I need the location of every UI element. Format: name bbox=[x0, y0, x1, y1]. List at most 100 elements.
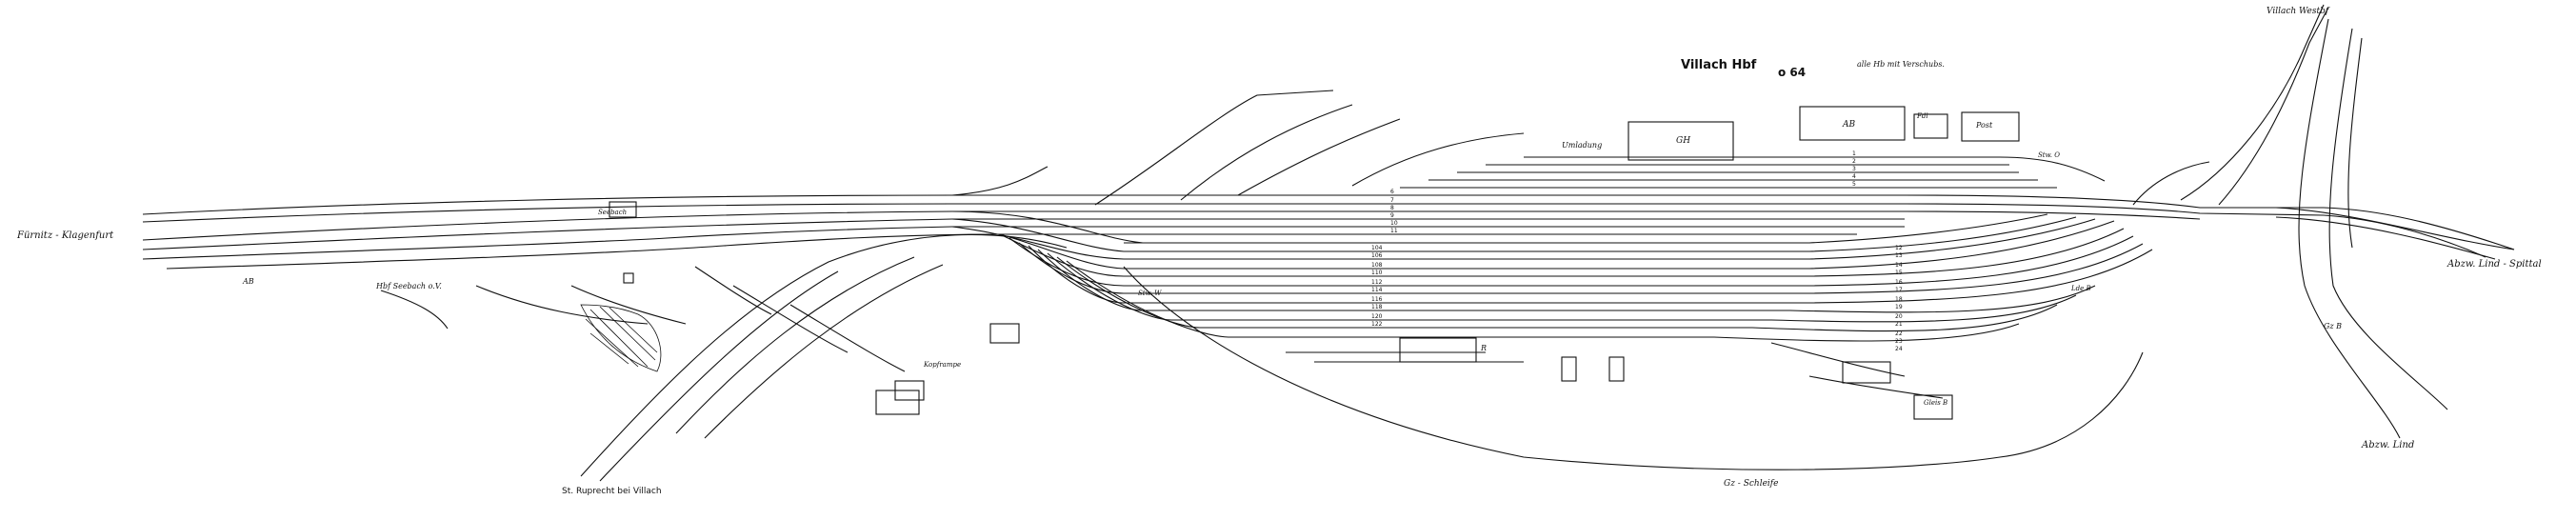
spur-4 bbox=[570, 285, 687, 325]
spur-6 bbox=[380, 290, 449, 330]
track-number: 1 bbox=[1852, 150, 1856, 157]
spur-upper-2 bbox=[1180, 104, 1353, 201]
label-tunnel-b: Lde B bbox=[2070, 285, 2091, 292]
platform-number: 118 bbox=[1371, 304, 1383, 310]
building-left-small bbox=[623, 272, 634, 284]
spur-upper-5 bbox=[951, 166, 1048, 196]
label-freight-b: Gz B bbox=[2324, 322, 2342, 330]
mainline-1 bbox=[142, 194, 2515, 250]
mainline-3 bbox=[142, 210, 2201, 241]
track-number: 23 bbox=[1895, 338, 1903, 345]
label-seebach: Seebach bbox=[598, 209, 627, 216]
fan-right-6 bbox=[1808, 235, 2134, 287]
track-number: 12 bbox=[1895, 245, 1903, 251]
platform-number: 108 bbox=[1371, 262, 1383, 269]
track-number: 15 bbox=[1895, 270, 1903, 276]
label-freight-loop: Gz - Schleife bbox=[1724, 479, 1778, 489]
fan-right-11 bbox=[1751, 304, 2058, 332]
track-number: 2 bbox=[1852, 158, 1856, 165]
track-numbers: 1 2 3 4 5 6 7 8 9 10 11 12 13 14 15 16 1… bbox=[1390, 150, 1903, 352]
fan-right-2 bbox=[1808, 216, 2077, 252]
platform-number: 116 bbox=[1371, 296, 1383, 303]
label-building-post: Post bbox=[1975, 121, 1993, 130]
label-gleis-b: Gleis B bbox=[1924, 399, 1947, 407]
track-number: 4 bbox=[1852, 173, 1856, 180]
building-small-1 bbox=[1561, 356, 1577, 382]
fan-right-1 bbox=[1808, 213, 2048, 244]
fan-right-8 bbox=[1808, 249, 2153, 304]
fan-right-10 bbox=[1770, 294, 2077, 323]
label-kopframpe: Kopframpe bbox=[923, 361, 961, 369]
spur-upper-1 bbox=[1094, 90, 1334, 206]
branch-north-2 bbox=[2218, 7, 2329, 206]
branch-north-4 bbox=[2298, 18, 2401, 439]
mainline-4 bbox=[142, 218, 1905, 250]
north-track-1 bbox=[1524, 156, 2106, 182]
fan-right-3 bbox=[1808, 218, 2096, 260]
yard-3 bbox=[1770, 342, 1906, 377]
track-number: 9 bbox=[1390, 212, 1394, 219]
diagram-title: Villach Hbf bbox=[1681, 58, 1757, 72]
hatched-mound bbox=[580, 304, 662, 372]
track-number: 7 bbox=[1390, 197, 1394, 204]
building-south-1 bbox=[989, 323, 1020, 344]
branch-north-5 bbox=[2328, 28, 2448, 410]
fan-left-9 bbox=[1037, 249, 1144, 311]
label-southeast-line: Abzw. Lind bbox=[2361, 440, 2414, 450]
east-line-2 bbox=[2275, 216, 2496, 260]
label-unloading: Umladung bbox=[1562, 141, 1602, 150]
mainline-5 bbox=[142, 226, 1905, 260]
track-number: 18 bbox=[1895, 296, 1903, 303]
spur-upper-3 bbox=[1237, 118, 1401, 196]
spur-3 bbox=[789, 304, 906, 372]
building-ab bbox=[1799, 106, 1906, 141]
fan-left-2 bbox=[951, 218, 1125, 252]
mainline-2 bbox=[142, 203, 2486, 258]
building-small-3 bbox=[1842, 361, 1891, 384]
label-tower-w: Stw. W bbox=[1138, 290, 1162, 297]
south-line-4 bbox=[704, 264, 944, 439]
branch-north-1 bbox=[2180, 4, 2325, 201]
label-tower-o: Stw. O bbox=[2038, 151, 2060, 159]
platform-number: 106 bbox=[1371, 252, 1383, 259]
mainline-6 bbox=[166, 233, 1857, 270]
platform-number: 114 bbox=[1371, 287, 1383, 293]
track-number: 17 bbox=[1895, 287, 1903, 293]
platform-numbers: 104 106 108 110 112 114 116 118 120 122 bbox=[1371, 245, 1383, 328]
label-building-fdl: Fdl bbox=[1916, 112, 1928, 120]
freight-loop bbox=[1123, 266, 2144, 470]
label-south-line: St. Ruprecht bei Villach bbox=[562, 487, 662, 496]
fan-right-5 bbox=[1808, 228, 2125, 277]
yard-4 bbox=[1808, 375, 1944, 399]
branch-north-6 bbox=[2347, 37, 2363, 249]
track-number: 21 bbox=[1895, 321, 1903, 328]
platform-number: 104 bbox=[1371, 245, 1383, 251]
fan-left-4 bbox=[999, 233, 1125, 270]
building-r bbox=[1399, 337, 1477, 363]
diagram-code: o 64 bbox=[1778, 66, 1806, 79]
label-building-r: R bbox=[1480, 344, 1487, 352]
label-north-line: Villach Westbf bbox=[2266, 7, 2330, 16]
platform-number: 122 bbox=[1371, 321, 1383, 328]
track-number: 24 bbox=[1895, 346, 1903, 352]
track-number: 14 bbox=[1895, 262, 1903, 269]
fan-left-3 bbox=[951, 226, 1125, 260]
track-number: 16 bbox=[1895, 279, 1903, 286]
track-number: 22 bbox=[1895, 330, 1903, 337]
spur-5 bbox=[475, 285, 649, 325]
fan-left-12 bbox=[1066, 260, 1229, 338]
south-line-2 bbox=[599, 270, 839, 482]
track-number: 13 bbox=[1895, 252, 1903, 259]
fan-right-4 bbox=[1808, 220, 2115, 270]
building-ab-west bbox=[609, 201, 637, 218]
track-number: 10 bbox=[1390, 220, 1398, 227]
fan-left-1 bbox=[951, 210, 1144, 244]
south-line-3 bbox=[675, 256, 915, 434]
building-fdl bbox=[1913, 113, 1948, 139]
track-number: 6 bbox=[1390, 189, 1394, 195]
diagram-note: alle Hb mit Verschubs. bbox=[1857, 60, 1945, 69]
label-building-gh: GH bbox=[1676, 136, 1690, 146]
label-west-line: Fürnitz - Klagenfurt bbox=[16, 230, 114, 241]
